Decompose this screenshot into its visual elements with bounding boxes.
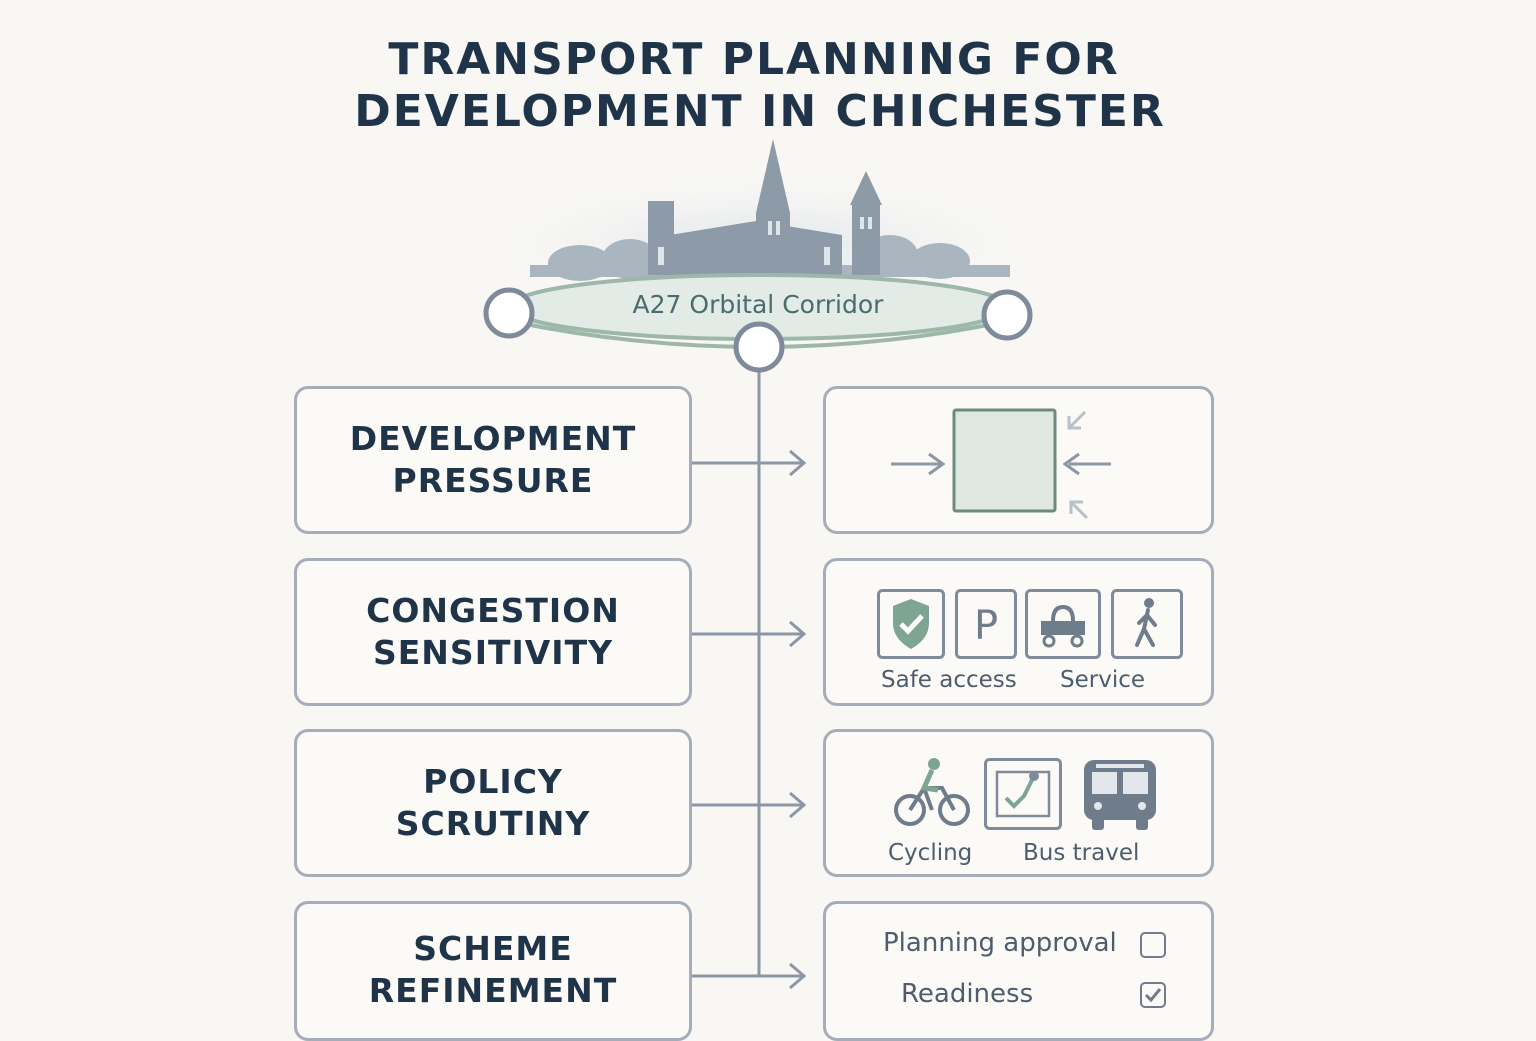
stage-label-line-2: PRESSURE — [392, 461, 594, 500]
cathedral-skyline-icon — [470, 139, 1050, 285]
outcome-checklist: Planning approval Readiness — [823, 901, 1214, 1041]
checklist-item-planning-approval: Planning approval — [883, 928, 1117, 958]
outcome-site-pressure — [823, 386, 1214, 534]
bus-travel-label: Bus travel — [1023, 840, 1140, 866]
cycling-label: Cycling — [888, 840, 973, 866]
stage-label-line-2: SCRUTINY — [395, 804, 591, 843]
parking-icon: P — [955, 589, 1017, 659]
site-block-icon — [891, 408, 1111, 520]
pedestrian-icon — [1111, 589, 1183, 659]
connector-arrows — [692, 449, 807, 990]
shield-check-icon — [877, 589, 945, 659]
delivery-vehicle-icon — [1025, 589, 1101, 659]
stage-label-line-2: REFINEMENT — [368, 971, 618, 1010]
stage-label-line-2: SENSITIVITY — [373, 633, 613, 672]
safe-access-label: Safe access — [881, 667, 1017, 693]
page-title-line-2: DEVELOPMENT IN CHICHESTER — [354, 86, 1166, 137]
checklist-item-readiness: Readiness — [901, 979, 1034, 1009]
outcome-travel-modes: Cycling Bus travel — [823, 729, 1214, 877]
corridor-node-west — [483, 287, 535, 339]
checkbox-icon-checked[interactable] — [1140, 982, 1166, 1008]
corridor-nodes — [483, 287, 1033, 373]
stage-label-line-1: POLICY — [423, 762, 563, 801]
stage-label-line-1: SCHEME — [413, 929, 573, 968]
corridor-label: A27 Orbital Corridor — [632, 290, 884, 319]
outcome-access-service: P Safe access Service — [823, 558, 1214, 706]
bus-icon — [1084, 760, 1156, 830]
corridor-node-east — [981, 289, 1033, 341]
service-label: Service — [1060, 667, 1146, 693]
cyclist-icon — [894, 758, 970, 826]
corridor-node-south — [733, 321, 785, 373]
route-map-icon — [984, 758, 1062, 830]
check-mark-icon — [1144, 988, 1162, 1003]
stage-label-line-1: DEVELOPMENT — [349, 419, 637, 458]
stage-label-line-1: CONGESTION — [366, 591, 620, 630]
parking-letter: P — [974, 603, 998, 649]
checkbox-icon[interactable] — [1140, 932, 1166, 958]
page-title-line-1: TRANSPORT PLANNING FOR — [388, 34, 1120, 85]
